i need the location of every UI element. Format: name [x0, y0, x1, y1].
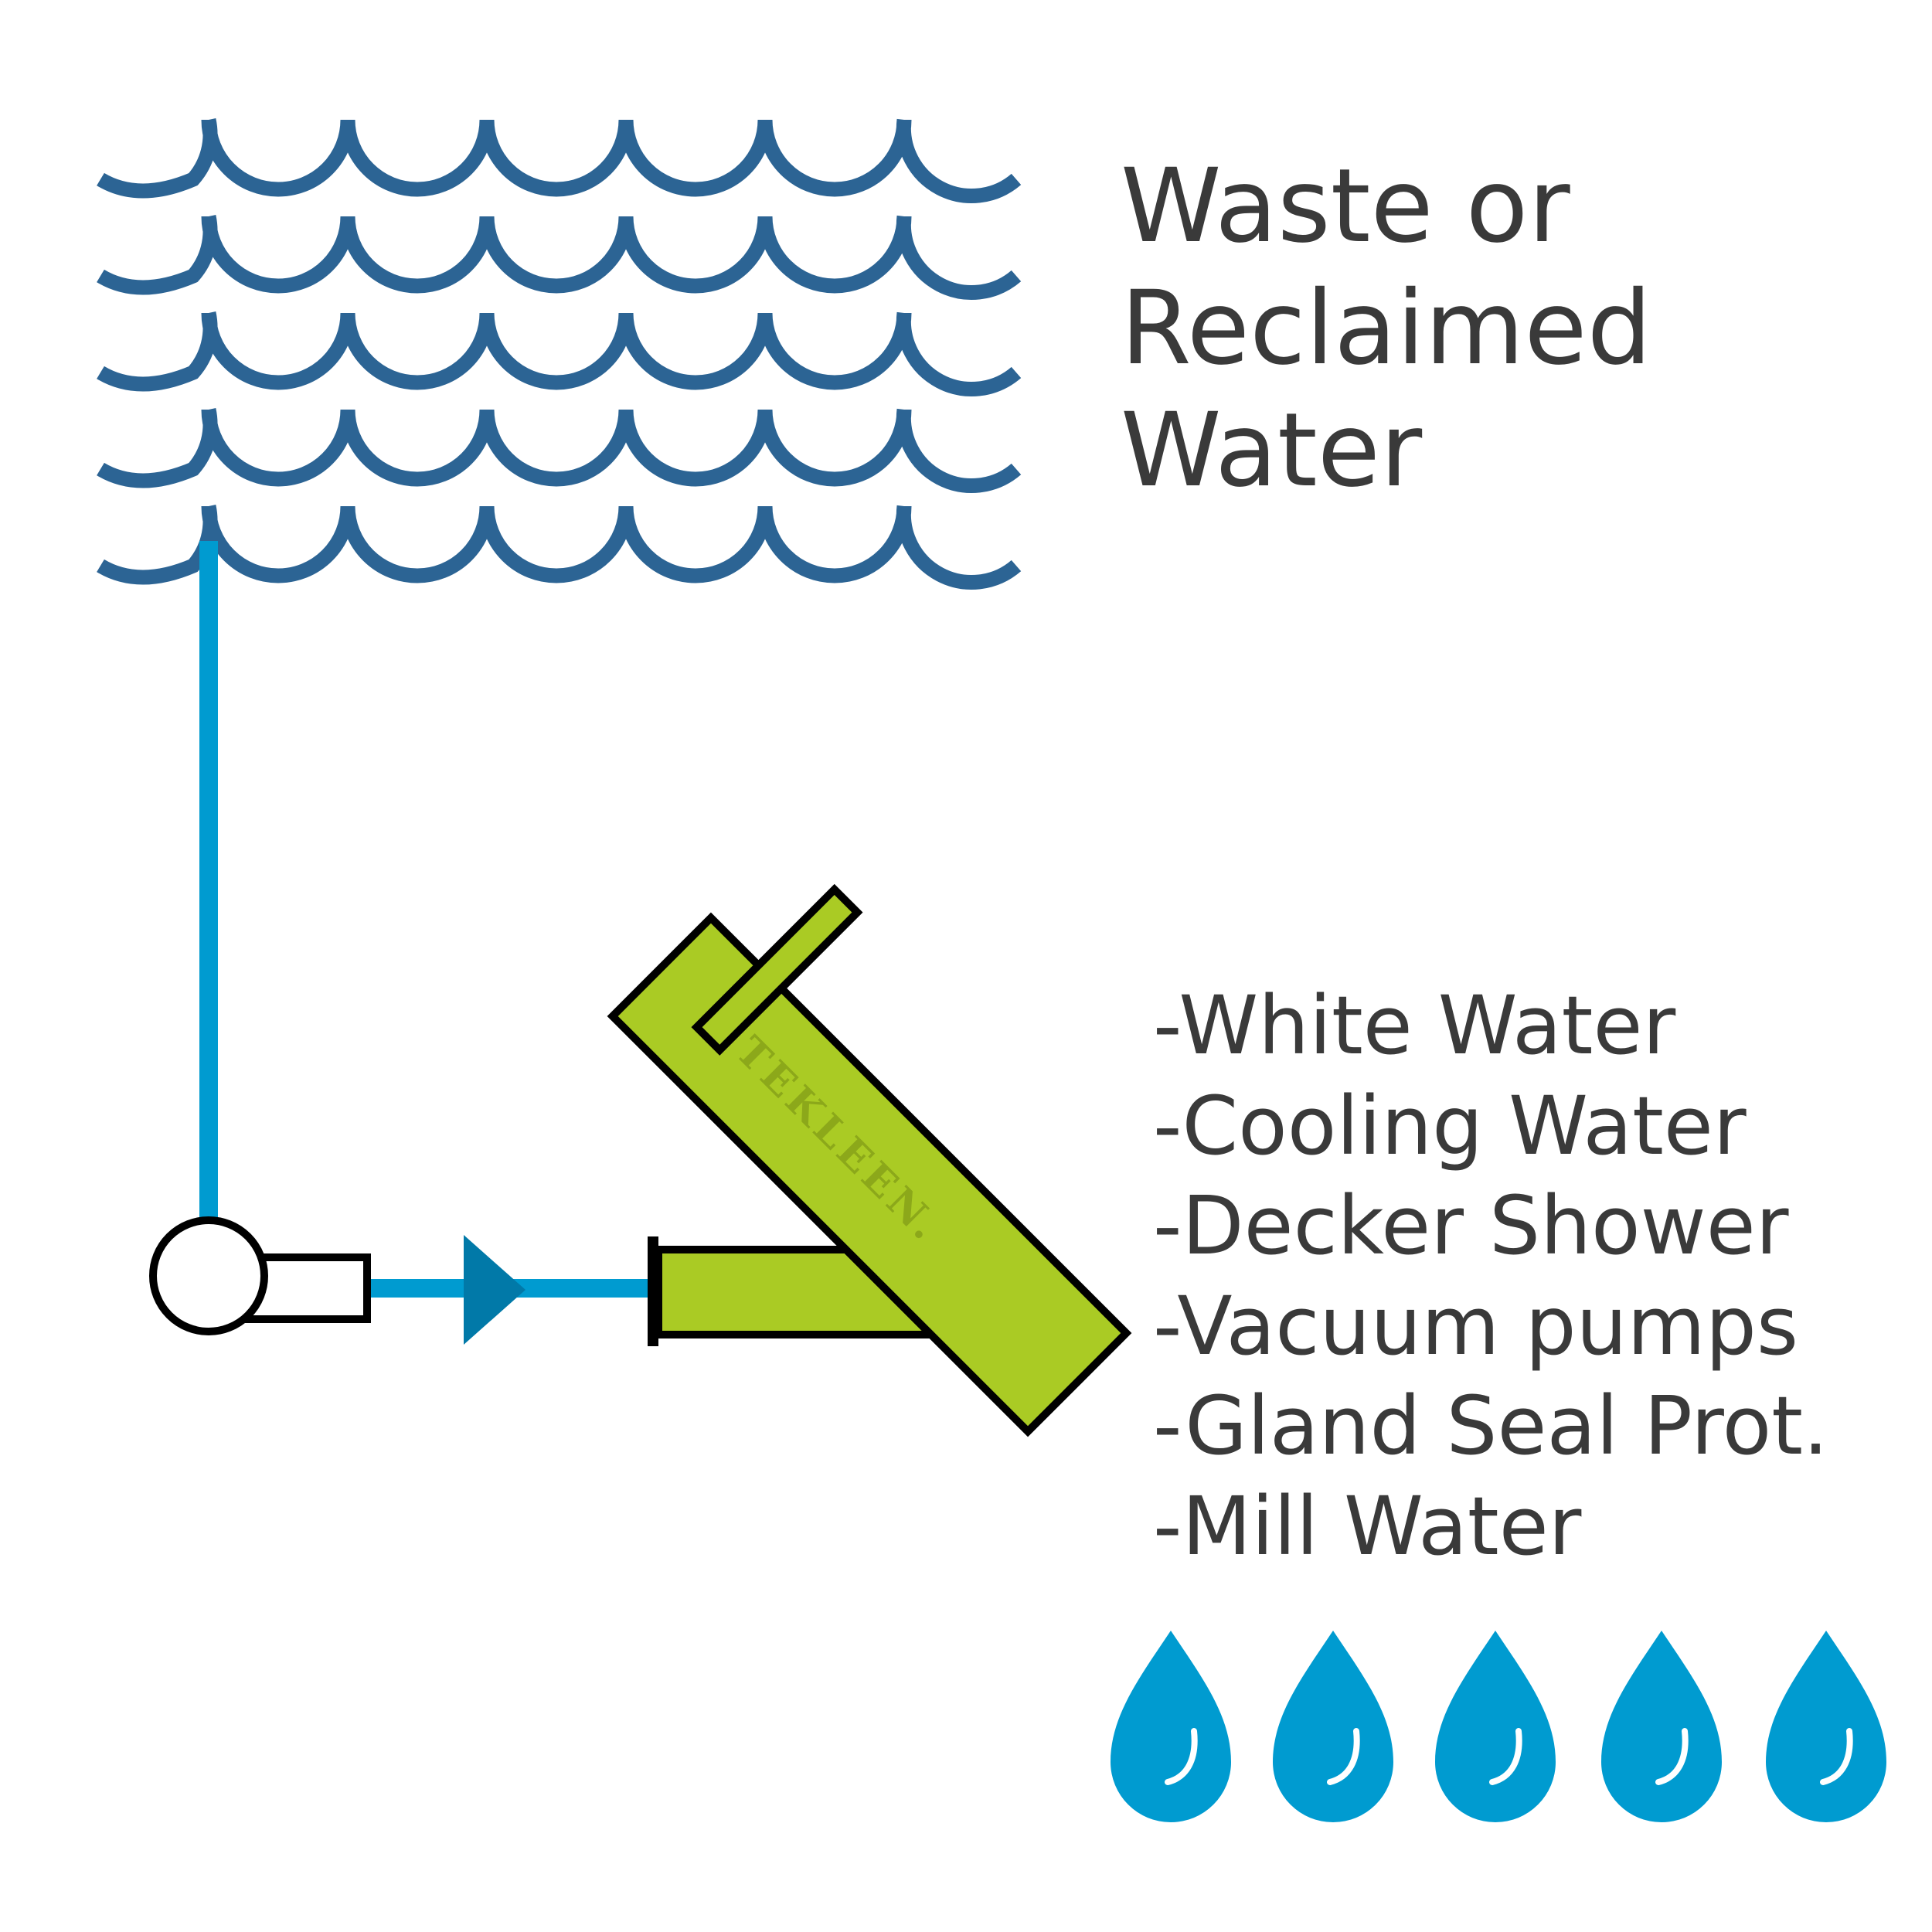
- applications-list: -White Water -Cooling Water -Decker Show…: [1153, 976, 1828, 1577]
- title-line: Waste or: [1121, 147, 1570, 266]
- list-item: -Mill Water: [1153, 1478, 1582, 1573]
- list-item: -White Water: [1153, 978, 1676, 1073]
- waves-icon: [97, 117, 1022, 590]
- list-item: -Vacuum pumps: [1153, 1278, 1799, 1373]
- list-item: -Cooling Water: [1153, 1078, 1747, 1173]
- water-drop-icon: [1601, 1631, 1722, 1822]
- title-line: Water: [1121, 391, 1423, 510]
- list-item: -Decker Shower: [1153, 1179, 1789, 1273]
- water-drops: [1111, 1631, 1886, 1822]
- water-drop-icon: [1435, 1631, 1556, 1822]
- water-drop-icon: [1273, 1631, 1393, 1822]
- list-item: -Gland Seal Prot.: [1153, 1379, 1829, 1473]
- diagram-title: Waste or Reclaimed Water: [1121, 145, 1651, 512]
- water-drop-icon: [1111, 1631, 1231, 1822]
- tekleen-filter-icon: TEKLEEN.: [607, 883, 1132, 1437]
- water-drop-icon: [1766, 1631, 1886, 1822]
- pump-icon: [149, 1216, 371, 1335]
- title-line: Reclaimed: [1121, 269, 1652, 388]
- flow-arrow-icon: [464, 1235, 526, 1345]
